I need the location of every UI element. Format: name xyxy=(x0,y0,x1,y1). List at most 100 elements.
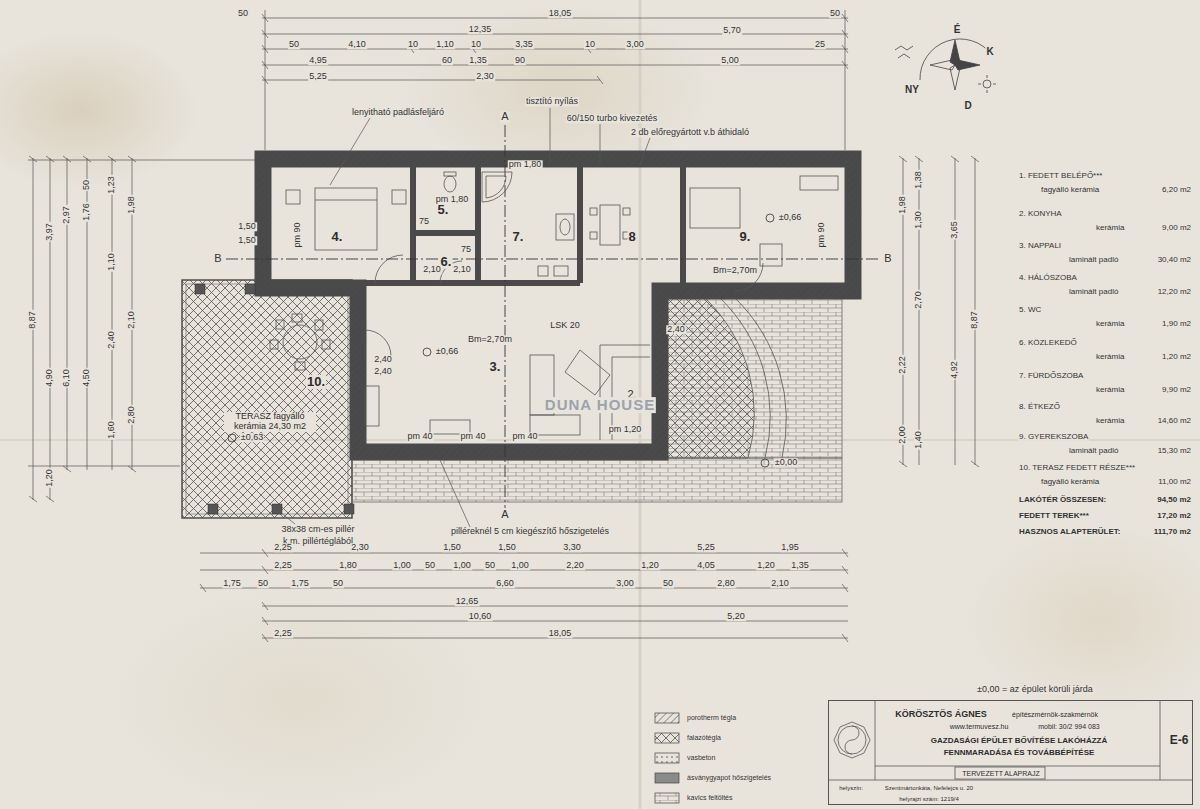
dimension-label: k.m. pillértéglából xyxy=(282,537,354,546)
table-cell: laminált padló xyxy=(1068,256,1119,264)
room-number: 7. xyxy=(512,230,525,244)
table-cell: 14,60 m2 xyxy=(1157,417,1192,425)
dimension-label: 1,38 xyxy=(914,170,923,190)
table-cell: 6,20 m2 xyxy=(1161,186,1192,194)
room-box: 7. xyxy=(480,168,579,282)
dimension-label: 38x38 cm-es pillér xyxy=(280,525,355,534)
dimension-label: 2,10 xyxy=(422,265,442,274)
title-text: helyszín: xyxy=(838,785,864,792)
dimension-label: 1,20 xyxy=(640,561,660,570)
dimension-label: 1,20 xyxy=(45,468,54,488)
dimension-label: 12,65 xyxy=(455,597,480,606)
dimension-label: 2,30 xyxy=(350,543,370,552)
dimension-label: 1,00 xyxy=(452,561,472,570)
dimension-label: 50 xyxy=(288,40,300,49)
dimension-label: Bm=2,70m xyxy=(712,266,758,275)
dimension-label: 8,87 xyxy=(28,310,37,330)
dimension-label: A xyxy=(500,509,509,521)
dimension-label: 2,80 xyxy=(127,405,136,425)
dimension-label: 1,35 xyxy=(468,56,488,65)
table-cell: 9. GYEREKSZOBA xyxy=(1018,433,1089,441)
dimension-label: 2,80 xyxy=(716,579,736,588)
dimension-label: 6,60 xyxy=(495,579,515,588)
table-cell: 12,20 m2 xyxy=(1157,288,1192,296)
dimension-label: 50 xyxy=(829,9,841,18)
dimension-label: B xyxy=(883,253,892,265)
title-text: E-6 xyxy=(1169,734,1190,747)
table-cell: 111,70 m2 xyxy=(1153,528,1192,536)
table-cell: HASZNOS ALAPTERÜLET: xyxy=(1018,528,1121,536)
dimension-label: 2,40 xyxy=(373,367,393,376)
table-cell: laminált padló xyxy=(1068,447,1119,455)
dimension-label: 3,97 xyxy=(45,222,54,242)
dimension-label: ±0,66 xyxy=(778,213,802,222)
dimension-label: 1,20 xyxy=(756,561,776,570)
dimension-label: ±0,66 xyxy=(435,347,459,356)
table-cell: kerámia xyxy=(1095,353,1125,361)
dimension-label: 4,10 xyxy=(347,40,367,49)
dimension-label: 5,25 xyxy=(696,543,716,552)
legend-text: kavics feltöltés xyxy=(686,794,734,801)
dimension-label: 3,00 xyxy=(625,40,645,49)
table-cell: kerámia xyxy=(1095,417,1125,425)
dimension-label: pm 1,80 xyxy=(508,160,543,169)
terrace-box: 10. TERASZ fagyálló kerámia 24,30 m2 xyxy=(182,280,352,518)
room-number: 4. xyxy=(331,230,344,244)
dimension-label: LSK 20 xyxy=(549,321,581,330)
dimension-label: 2,20 xyxy=(565,561,585,570)
dimension-label: 1,10 xyxy=(435,40,455,49)
dimension-label: 3,30 xyxy=(562,543,582,552)
dimension-label: 2,00 xyxy=(898,425,907,445)
dimension-label: 2,30 xyxy=(475,72,495,81)
dimension-label: 1,50 xyxy=(497,543,517,552)
dimension-label: 10,60 xyxy=(468,612,493,621)
dimension-label: pm 40 xyxy=(406,432,433,441)
table-cell: 3. NAPPALI xyxy=(1018,242,1062,250)
table-cell: 5. WC xyxy=(1018,306,1042,314)
dimension-label: ±0,00 = az épület körüli járda xyxy=(976,685,1094,694)
title-text: KÖRÖSZTÖS ÁGNES xyxy=(894,710,988,720)
legend-text: porotherm tégla xyxy=(686,714,737,721)
legend-text: ásványgyapot hőszigetelés xyxy=(686,774,772,781)
dimension-label: 2,40 xyxy=(373,355,393,364)
dimension-label: 60/150 turbo kivezetés xyxy=(566,114,659,123)
dimension-label: 1,80 xyxy=(338,561,358,570)
dimension-label: 4,92 xyxy=(950,360,959,380)
dimension-label: 5,70 xyxy=(722,26,742,35)
dimension-label: 1,35 xyxy=(790,561,810,570)
table-cell: 94,50 m2 xyxy=(1156,496,1192,504)
dimension-label: 2 db előregyártott v.b áthidaló xyxy=(630,128,750,137)
dimension-label: 1,98 xyxy=(127,195,136,215)
room-box: 6. xyxy=(415,235,477,282)
table-cell: 17,20 m2 xyxy=(1156,512,1192,520)
dimension-label: 50 xyxy=(424,561,436,570)
table-cell: fagyálló kerámia xyxy=(1040,186,1100,194)
terrace-label: TERASZ fagyálló kerámia 24,30 m2 xyxy=(224,412,316,432)
dimension-label: ±0,00 xyxy=(774,458,798,467)
dimension-label: 2,10 xyxy=(452,265,472,274)
table-cell: 11,00 m2 xyxy=(1157,478,1192,486)
table-cell: kerámia xyxy=(1095,224,1125,232)
table-cell: 6. KÖZLEKEDŐ xyxy=(1018,339,1078,347)
dimension-label: É xyxy=(953,25,962,36)
title-text: www.termuvesz.hu xyxy=(949,723,1010,731)
dimension-label: 1,75 xyxy=(222,579,242,588)
dimension-label: 2,25 xyxy=(273,561,293,570)
dimension-label: 1,23 xyxy=(107,175,116,195)
room-number: 10. xyxy=(306,375,326,389)
dimension-label: 25 xyxy=(814,40,826,49)
room-box: 8 xyxy=(582,168,682,282)
table-cell: 9,90 m2 xyxy=(1161,386,1192,394)
table-cell: FEDETT TEREK*** xyxy=(1018,512,1090,520)
legend-text: falazótégla xyxy=(686,734,722,741)
dimension-label: tisztító nyílás xyxy=(525,97,579,106)
dimension-label: 18,05 xyxy=(548,629,573,638)
dimension-label: K xyxy=(985,47,994,58)
dimension-label: 90 xyxy=(514,56,526,65)
dimension-label: 50 xyxy=(82,179,91,191)
dimension-label: 6,10 xyxy=(62,368,71,388)
dimension-label: 2,70 xyxy=(914,290,923,310)
table-cell: fagyálló kerámia xyxy=(1040,478,1100,486)
title-block: KÖRÖSZTÖS ÁGNESépítészmérnök-szakmérnökw… xyxy=(828,700,1193,805)
